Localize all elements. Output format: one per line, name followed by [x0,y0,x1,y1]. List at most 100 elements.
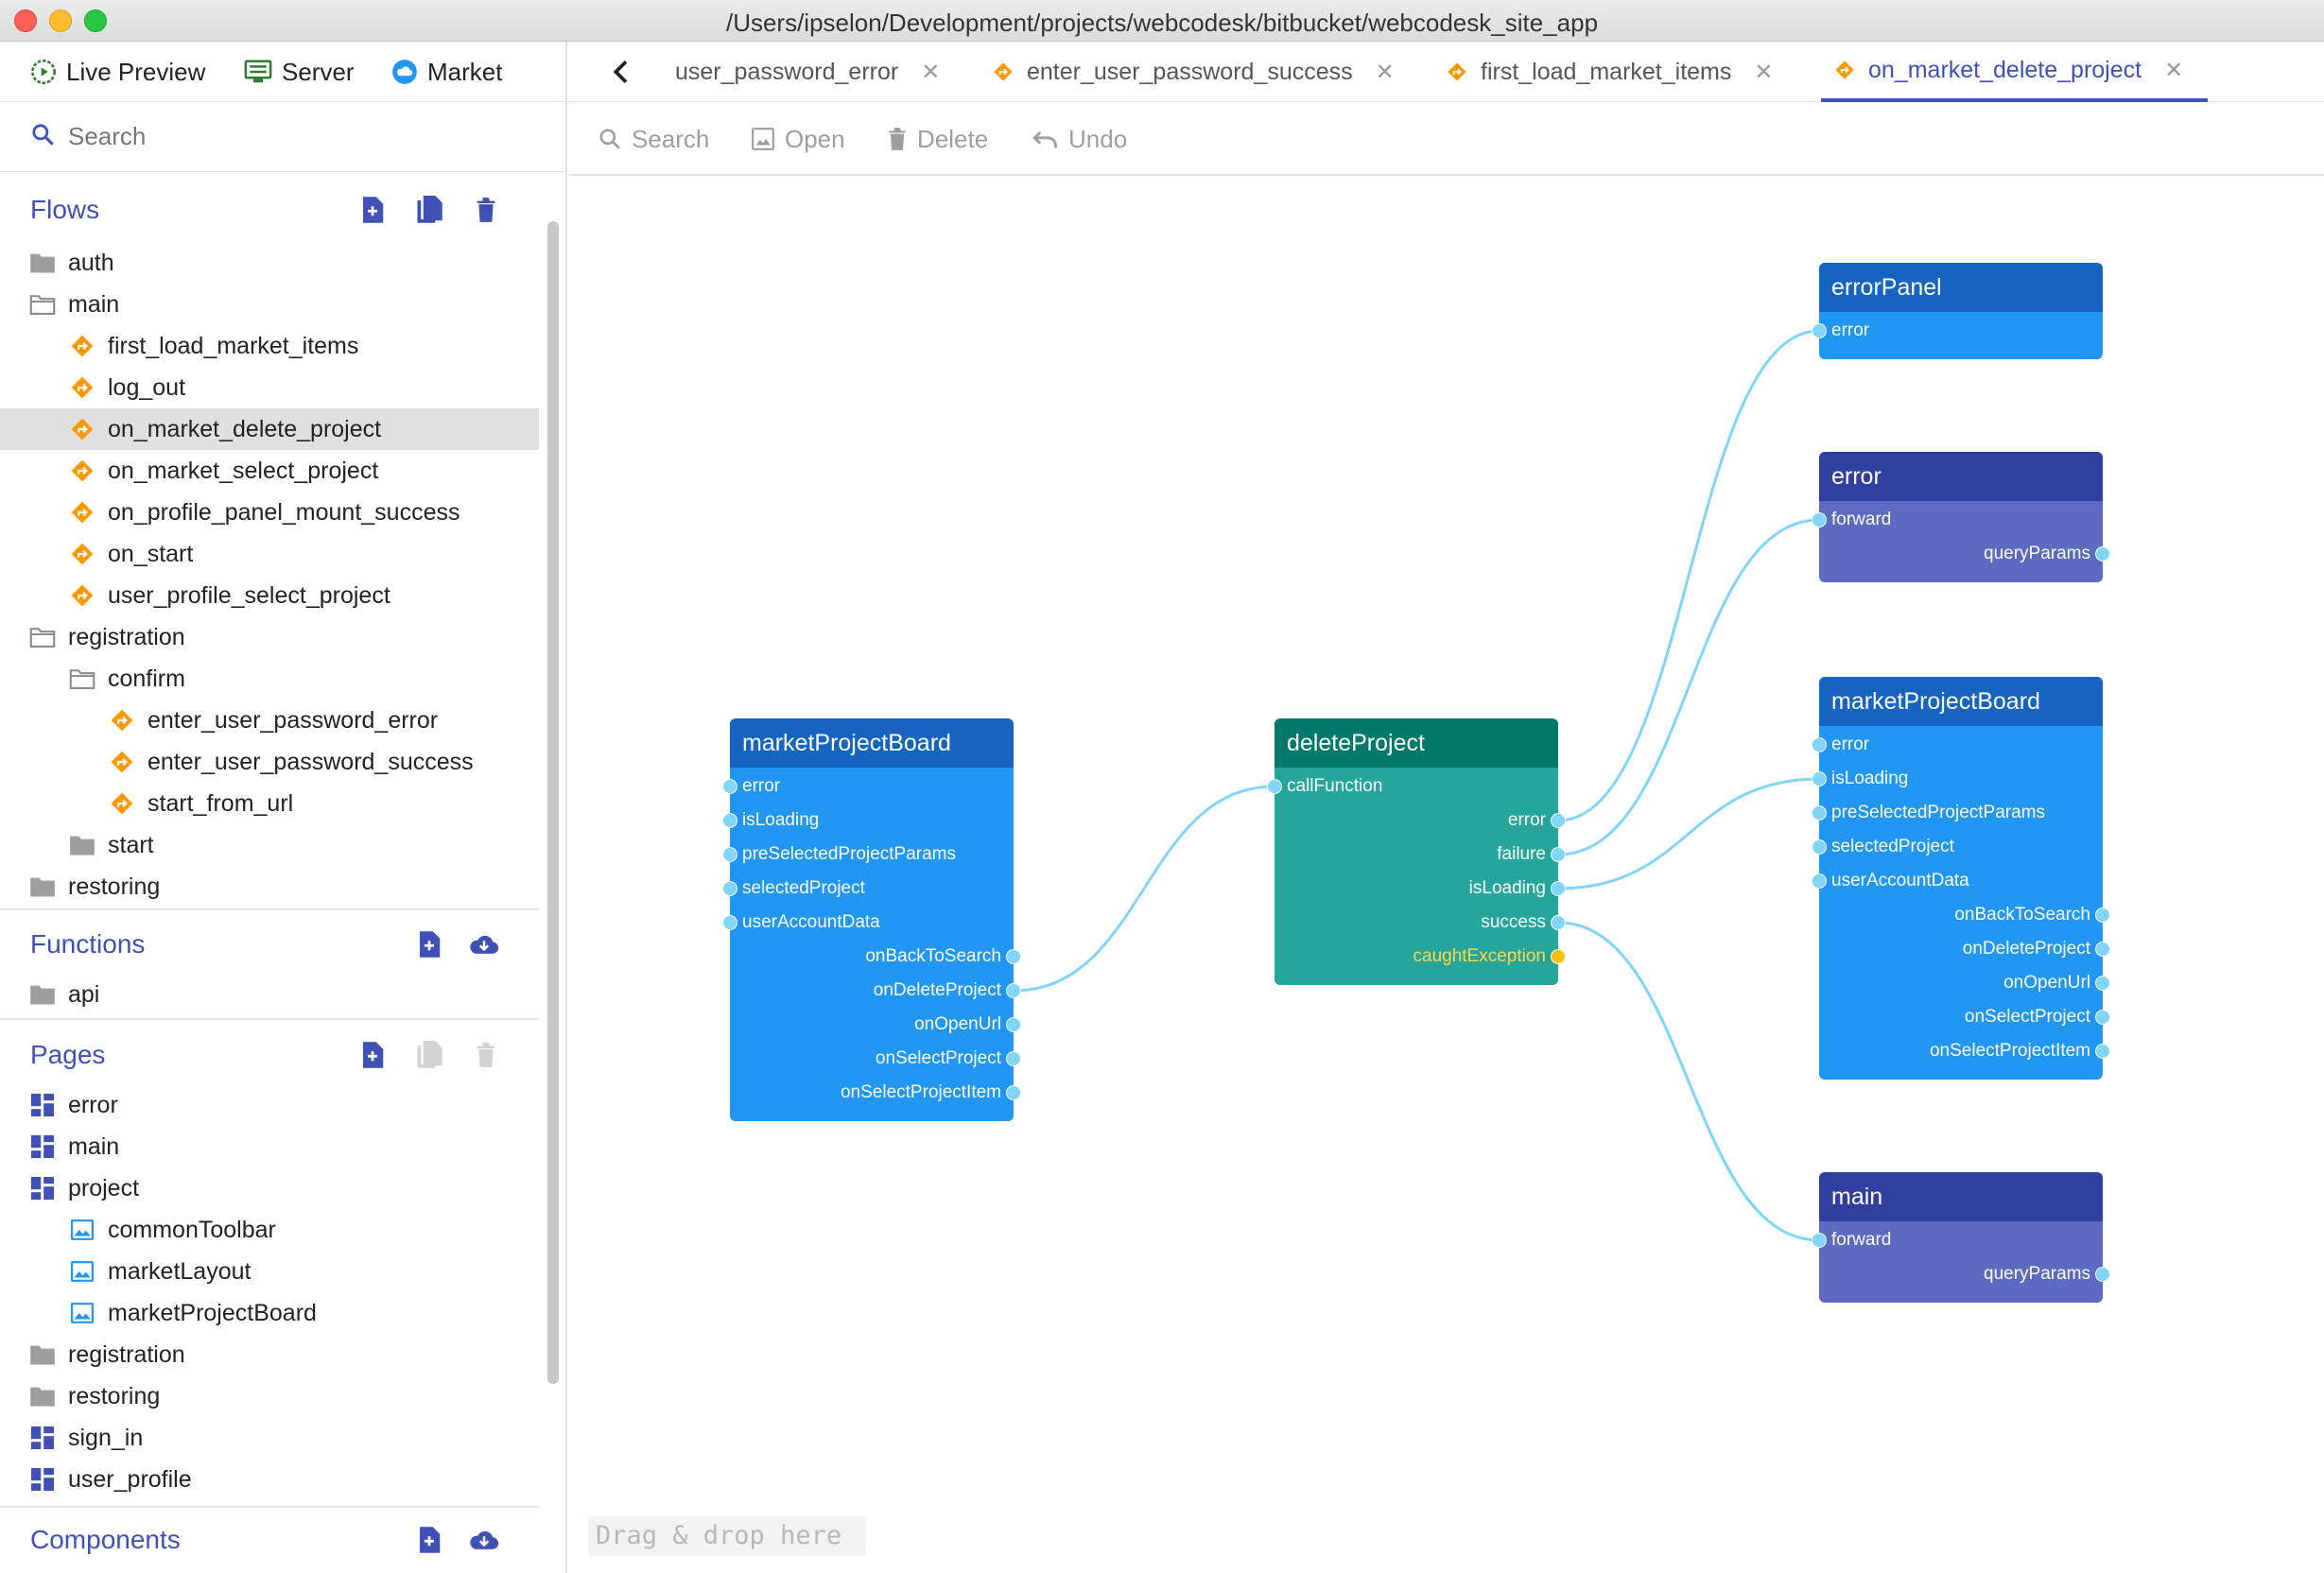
download-component-button[interactable] [469,1525,499,1555]
flow-node-output-port[interactable]: error [1508,804,1546,838]
tree-item[interactable]: registration [0,616,539,658]
flow-node-input-port[interactable]: error [742,769,780,804]
input-port-dot[interactable] [722,779,737,794]
drop-zone[interactable]: Drag & drop here [588,1516,866,1556]
flow-node-output-port[interactable]: onSelectProject [876,1042,1001,1076]
toolbar-search-button[interactable]: Search [598,121,709,157]
tree-item[interactable]: user_profile [0,1459,539,1500]
input-port-dot[interactable] [722,813,737,828]
flow-node-output-port[interactable]: failure [1497,838,1546,872]
close-tab-icon[interactable]: ✕ [1375,59,1395,85]
flow-node-input-port[interactable]: preSelectedProjectParams [1831,796,2045,830]
flow-connection[interactable] [1557,518,1820,856]
toolbar-delete-button[interactable]: Delete [887,121,988,157]
market-button[interactable]: Market [391,55,502,89]
input-port-dot[interactable] [1812,512,1827,527]
input-port-dot[interactable] [1812,839,1827,855]
tree-item[interactable]: commonToolbar [0,1209,539,1251]
flow-node-output-port[interactable]: isLoading [1469,872,1546,906]
flow-node-output-port[interactable]: success [1481,906,1546,940]
flow-node-input-port[interactable]: userAccountData [1831,864,1969,898]
flow-node-input-port[interactable]: callFunction [1287,769,1382,804]
flow-node-output-port[interactable]: onDeleteProject [874,974,1001,1008]
window-maximize-button[interactable] [84,9,107,32]
tree-item[interactable]: main [0,284,539,325]
output-port-dot[interactable] [1006,949,1021,964]
add-page-button[interactable] [357,1040,388,1070]
input-port-dot[interactable] [1812,771,1827,786]
tree-item[interactable]: start_from_url [0,783,539,824]
flow-connection[interactable] [1557,777,1820,890]
download-function-button[interactable] [469,929,499,959]
tree-item[interactable]: main [0,1126,539,1167]
flow-connection[interactable] [1013,785,1275,993]
flow-node-input-port[interactable]: forward [1831,1223,1891,1257]
close-tab-icon[interactable]: ✕ [921,59,941,85]
flow-node-input-port[interactable]: selectedProject [1831,830,1954,864]
close-tab-icon[interactable]: ✕ [2164,57,2184,83]
input-port-dot[interactable] [722,847,737,862]
add-component-button[interactable] [414,1525,444,1555]
flow-node-output-port[interactable]: onSelectProject [1965,1000,2090,1034]
close-tab-icon[interactable]: ✕ [1754,59,1774,85]
flow-node-output-port[interactable]: onDeleteProject [1963,932,2090,966]
editor-tab[interactable]: on_market_delete_project✕ [1821,42,2209,102]
input-port-dot[interactable] [1812,873,1827,889]
flow-node-output-port[interactable]: caughtException [1413,940,1547,974]
editor-tab[interactable]: first_load_market_items✕ [1447,42,1774,102]
tree-item[interactable]: on_market_delete_project [0,408,539,450]
tree-item[interactable]: confirm [0,658,539,700]
output-port-dot[interactable] [2095,942,2110,957]
tree-item[interactable]: start [0,824,539,866]
flow-node-input-port[interactable]: userAccountData [742,906,880,940]
tree-item[interactable]: log_out [0,367,539,408]
tree-item[interactable]: enter_user_password_success [0,741,539,783]
input-port-dot[interactable] [1812,1233,1827,1248]
flow-node-input-port[interactable]: error [1831,728,1869,762]
tree-item[interactable]: error [0,1084,539,1126]
sidebar-search-input[interactable] [68,122,522,151]
copy-flow-button[interactable] [414,195,444,225]
output-port-dot[interactable] [2095,1044,2110,1059]
output-port-dot[interactable] [2095,976,2110,991]
flow-node-input-port[interactable]: forward [1831,503,1891,537]
tree-item[interactable]: on_profile_panel_mount_success [0,492,539,533]
output-port-dot[interactable] [2095,908,2110,923]
toolbar-open-button[interactable]: Open [751,121,845,157]
output-port-dot[interactable] [2095,1010,2110,1025]
flow-node-input-port[interactable]: selectedProject [742,872,865,906]
output-port-dot[interactable] [1551,949,1566,964]
window-minimize-button[interactable] [49,9,72,32]
tree-item[interactable]: first_load_market_items [0,325,539,367]
input-port-dot[interactable] [722,915,737,930]
output-port-dot[interactable] [1006,983,1021,998]
flow-node-output-port[interactable]: onSelectProjectItem [1930,1034,2090,1068]
live-preview-button[interactable]: Live Preview [30,55,205,89]
flow-node-output-port[interactable]: onBackToSearch [865,940,1001,974]
tree-item[interactable]: on_start [0,533,539,575]
output-port-dot[interactable] [2095,546,2110,562]
tree-item[interactable]: sign_in [0,1417,539,1459]
flow-node-input-port[interactable]: preSelectedProjectParams [742,838,956,872]
output-port-dot[interactable] [1006,1051,1021,1066]
output-port-dot[interactable] [1551,915,1566,930]
sidebar-scrollbar[interactable] [543,174,562,1573]
flow-node-input-port[interactable]: isLoading [742,804,819,838]
flow-node-input-port[interactable]: error [1831,314,1869,348]
output-port-dot[interactable] [2095,1267,2110,1282]
delete-page-button[interactable] [471,1040,501,1070]
input-port-dot[interactable] [1812,805,1827,821]
sidebar-scrollbar-thumb[interactable] [547,221,559,1384]
output-port-dot[interactable] [1551,847,1566,862]
tree-item[interactable]: marketLayout [0,1251,539,1292]
tree-item[interactable]: user_profile_select_project [0,575,539,616]
output-port-dot[interactable] [1006,1017,1021,1032]
flow-connection[interactable] [1557,329,1820,822]
delete-flow-button[interactable] [471,195,501,225]
